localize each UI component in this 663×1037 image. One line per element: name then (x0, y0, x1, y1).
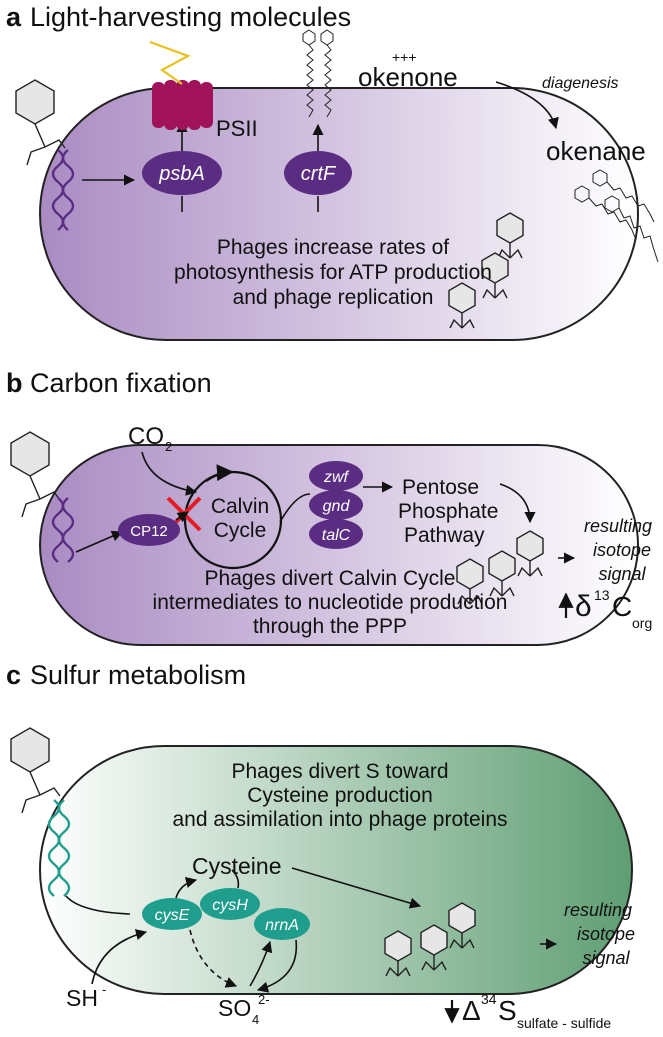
panel-a-caption-3: and phage replication (233, 286, 434, 309)
cell-c (39, 745, 633, 995)
b-resulting-2: isotope (593, 540, 651, 560)
gene-crtf (284, 151, 352, 195)
phage-c-3-icon (420, 924, 448, 971)
ppp-label-2: Phosphate (398, 500, 498, 523)
so4-label: SO (218, 995, 251, 1021)
so4-subscript: 4 (252, 1012, 259, 1027)
panel-c: c Sulfur metabolism Phages divert S towa… (6, 660, 635, 1031)
arrow-sh-cyse (91, 929, 148, 985)
panel-c-caption-2: Cysteine production (247, 784, 433, 807)
gene-talc (309, 519, 363, 549)
panel-b-letter: b (6, 368, 23, 398)
delta-c-b: C (612, 591, 632, 622)
arrow-cysteine-phages (291, 867, 422, 909)
delta-sub-c: sulfate - sulfide (517, 1015, 611, 1031)
panel-a-title: Light-harvesting molecules (30, 2, 351, 32)
panel-b-caption-2: intermediates to nucleotide production (153, 591, 508, 614)
calvin-label-2: Cycle (214, 519, 267, 542)
panel-a-caption-1: Phages increase rates of (217, 236, 449, 259)
gene-psba-label: psbA (158, 163, 205, 185)
okenane-label: okenane (546, 136, 646, 166)
gene-cp12 (118, 514, 180, 546)
panel-a-caption-2: photosynthesis for ATP production (174, 261, 492, 284)
dna-b-icon (51, 497, 65, 563)
phage-a-4-icon (448, 282, 476, 329)
okenane-structure-icon (574, 169, 659, 263)
sh-superscript: - (102, 982, 106, 997)
panel-b-caption-1: Phages divert Calvin Cycle (205, 567, 456, 590)
gene-zwf-label: zwf (323, 469, 350, 486)
gene-gnd (309, 490, 363, 520)
b-resulting-1: resulting (584, 516, 652, 536)
okenone-charge: +++ (392, 49, 417, 65)
light-bolt-icon (149, 40, 191, 85)
delta-symbol-c: Δ (462, 995, 481, 1026)
panel-a-letter: a (6, 2, 22, 32)
gene-gnd-label: gnd (323, 498, 351, 515)
so4-superscript: 2- (258, 992, 270, 1007)
delta-sup-c: 34 (481, 991, 497, 1007)
co2-subscript: 2 (165, 439, 172, 454)
sh-label: SH (66, 985, 98, 1011)
phage-c-icon (10, 727, 61, 814)
gene-cysh (200, 888, 260, 920)
b-resulting-3: signal (598, 564, 646, 584)
gene-nrna-label: nrnA (265, 917, 299, 934)
gene-cp12-label: CP12 (130, 523, 168, 540)
delta-s-c: S (498, 995, 517, 1026)
dna-c-icon (47, 799, 61, 897)
panel-c-caption-3: and assimilation into phage proteins (172, 808, 507, 831)
gene-nrna (254, 908, 310, 940)
panel-c-letter: c (6, 660, 21, 690)
delta-sup-b: 13 (594, 587, 610, 603)
delta-symbol-b: δ (575, 590, 592, 623)
panel-b-title: Carbon fixation (30, 368, 212, 398)
calvin-label-1: Calvin (211, 495, 269, 518)
phage-b-2-icon (516, 530, 544, 577)
gene-talc-label: talC (322, 527, 351, 544)
c-resulting-3: signal (582, 948, 630, 968)
phage-a-2-icon (496, 212, 524, 259)
panel-a: a Light-harvesting molecules psbA PSII c… (6, 2, 659, 341)
okenone-label: okenone (358, 62, 458, 92)
psii-label: PSII (216, 116, 258, 141)
arrow-dna-cp12 (75, 530, 124, 553)
panel-c-caption-1: Phages divert S toward (231, 760, 448, 783)
phage-c-2-icon (448, 902, 476, 949)
arrow-diagenesis (495, 81, 559, 130)
diagenesis-label: diagenesis (542, 75, 619, 92)
gene-crtf-label: crtF (301, 163, 337, 185)
delta-sub-b: org (632, 615, 652, 631)
arrow-co2-calvin (141, 451, 198, 496)
panel-c-title: Sulfur metabolism (30, 660, 246, 690)
c-resulting-1: resulting (564, 900, 632, 920)
cysteine-label: Cysteine (192, 853, 281, 879)
ppp-label-3: Pathway (404, 524, 485, 547)
c-resulting-2: isotope (577, 924, 635, 944)
gene-cysh-label: cysH (212, 897, 248, 914)
phage-c-4-icon (384, 930, 412, 977)
phage-b-3-icon (488, 550, 516, 597)
gene-psba (142, 151, 222, 195)
arrow-dashed-so4 (189, 929, 238, 988)
ppp-label-1: Pentose (402, 476, 479, 499)
arrow-ppp-phages (499, 483, 536, 524)
co2-label: CO (128, 423, 164, 450)
gene-cyse-label: cysE (155, 907, 190, 924)
gene-zwf (309, 461, 363, 491)
panel-b: b Carbon fixation CO 2 Calvin Cycle CP12… (6, 368, 652, 646)
panel-b-caption-3: through the PPP (253, 615, 407, 638)
psii-complex-icon (152, 80, 213, 130)
gene-cyse (142, 898, 202, 930)
okenone-structure-icon (302, 29, 334, 118)
